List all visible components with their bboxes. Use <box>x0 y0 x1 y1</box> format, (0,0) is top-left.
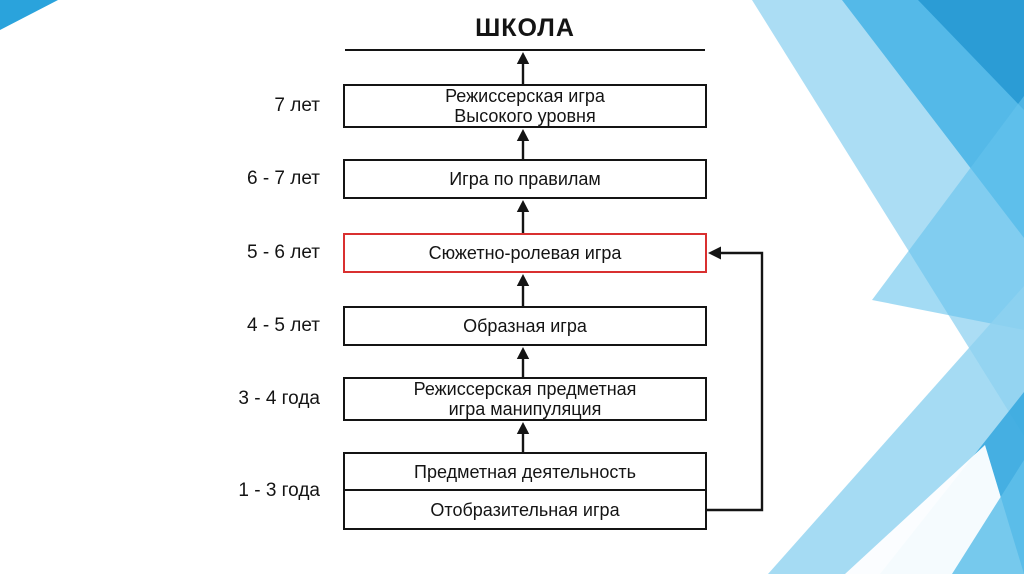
up-arrow-3 <box>516 274 530 306</box>
bg-bottom-corner-bright-triangle <box>952 460 1024 574</box>
bg-top-left-triangle <box>0 0 58 30</box>
stage-box-4: Режиссерская предметная игра манипуляция <box>343 377 707 421</box>
bg-bottom-white-notch <box>845 445 1024 574</box>
stage-box-5a-label: Предметная деятельность <box>414 461 636 482</box>
up-arrow-4 <box>516 347 530 377</box>
age-label-5: 1 - 3 года <box>238 480 320 501</box>
up-arrow-to-school <box>516 52 530 84</box>
stage-box-5a: Предметная деятельность <box>343 452 707 491</box>
bg-mid-right-wedge <box>872 96 1024 330</box>
bg-bottom-right-medium-triangle <box>880 392 1024 574</box>
up-arrow-2 <box>516 200 530 233</box>
stage-box-5b: Отобразительная игра <box>343 489 707 530</box>
bg-bottom-right-light-triangle <box>768 286 1024 574</box>
age-label-2: 5 - 6 лет <box>246 242 320 263</box>
bg-top-right-light-triangle <box>752 0 1024 436</box>
age-label-3: 4 - 5 лет <box>246 315 320 336</box>
stage-box-2-label: Сюжетно-ролевая игра <box>428 243 622 263</box>
feedback-connector <box>707 246 764 512</box>
feedback-arrowhead <box>708 246 721 260</box>
stage-box-1: Игра по правилам <box>343 159 707 199</box>
stage-box-2: Сюжетно-ролевая игра <box>343 233 707 273</box>
age-label-4: 3 - 4 года <box>238 388 320 409</box>
stage-box-3: Образная игра <box>343 306 707 346</box>
age-label-0: 7 лет <box>274 95 320 116</box>
stage-box-4-label: Режиссерская предметная игра манипуляция <box>413 379 637 419</box>
bg-top-right-medium-triangle <box>842 0 1024 238</box>
up-arrow-1 <box>516 129 530 159</box>
stage-box-5b-label: Отобразительная игра <box>430 499 620 520</box>
stage-box-1-label: Игра по правилам <box>449 169 601 189</box>
stage-box-3-label: Образная игра <box>463 316 587 336</box>
stage-box-0: Режиссерская игра Высокого уровня <box>343 84 707 128</box>
stage-box-0-label: Режиссерская игра Высокого уровня <box>445 86 605 126</box>
bg-top-right-dark-triangle <box>918 0 1024 110</box>
up-arrow-5 <box>516 422 530 452</box>
diagram-title: ШКОЛА <box>475 14 575 42</box>
school-baseline <box>345 49 705 51</box>
age-label-1: 6 - 7 лет <box>246 168 320 189</box>
